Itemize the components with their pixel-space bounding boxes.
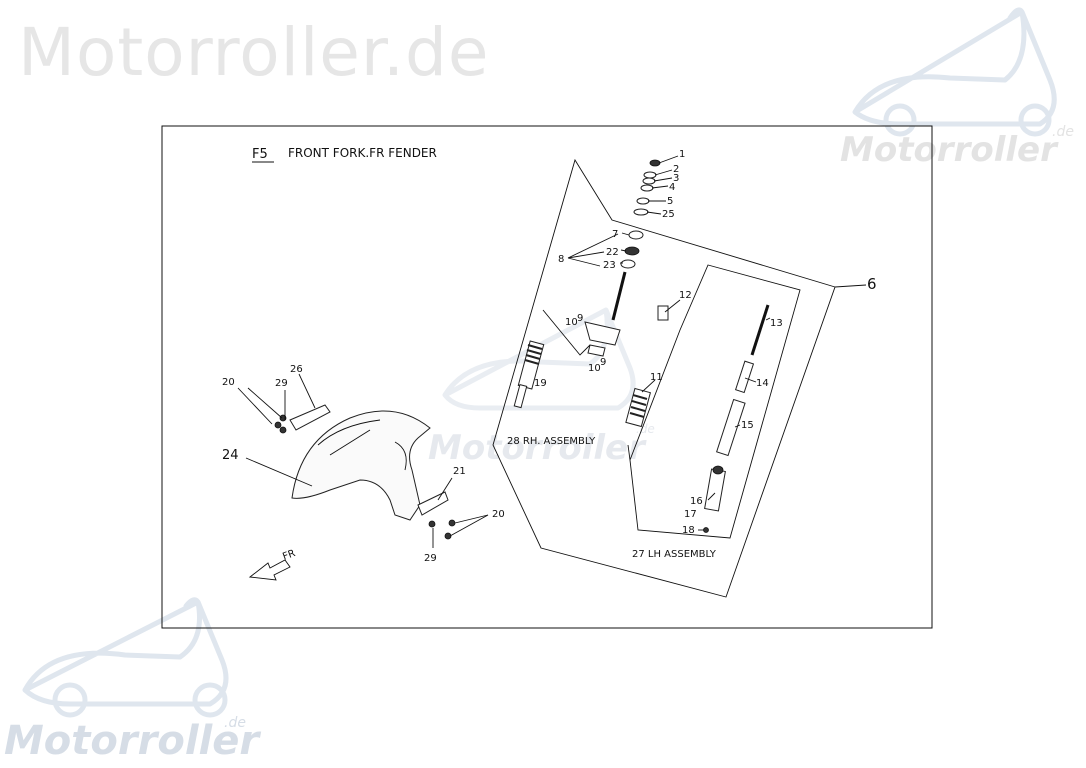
watermark-logo-top-right: Motorroller xyxy=(840,130,1057,170)
callout-9-lower: 9 xyxy=(600,357,606,368)
callout-15: 15 xyxy=(741,420,754,431)
diagram-title: FRONT FORK.FR FENDER xyxy=(288,146,437,160)
callout-12: 12 xyxy=(679,290,692,301)
callout-2: 2 xyxy=(673,164,679,175)
callout-3: 3 xyxy=(673,173,679,184)
fender-stays xyxy=(274,404,456,540)
callout-25: 25 xyxy=(662,209,675,220)
callout-9-upper: 9 xyxy=(577,313,583,324)
callout-14: 14 xyxy=(756,378,769,389)
callout-21: 21 xyxy=(453,466,466,477)
callout-1: 1 xyxy=(679,149,685,160)
callout-20-right: 20 xyxy=(492,509,505,520)
diagram-code: F5 xyxy=(252,147,268,162)
lh-assembly-outline xyxy=(629,264,801,539)
callout-16: 16 xyxy=(690,496,703,507)
front-fender xyxy=(291,410,431,521)
watermark-logo-bottom-left: Motorroller xyxy=(4,718,260,764)
fork-assembly-outline xyxy=(492,158,836,598)
callout-18: 18 xyxy=(682,525,695,536)
callout-17: 17 xyxy=(684,509,697,520)
callout-13: 13 xyxy=(770,318,783,329)
rh-assembly-label: 28 RH. ASSEMBLY xyxy=(507,436,596,447)
lh-assembly-label: 27 LH ASSEMBLY xyxy=(632,549,717,560)
callout-26: 26 xyxy=(290,364,303,375)
scooter-watermark-icon-bottom-left xyxy=(22,597,229,718)
callout-22: 22 xyxy=(606,247,619,258)
watermark-title: Motorroller.de xyxy=(18,14,490,91)
watermark-logo-top-right-suffix: .de xyxy=(1052,124,1074,140)
rh-fork-leg xyxy=(513,340,545,409)
callout-11: 11 xyxy=(650,372,663,383)
callout-5: 5 xyxy=(667,196,673,207)
front-direction-label: FR xyxy=(281,548,297,563)
callout-6: 6 xyxy=(867,275,877,293)
callout-24: 24 xyxy=(222,448,239,463)
scooter-watermark-icon-top-right xyxy=(852,7,1057,137)
callout-20-left: 20 xyxy=(222,377,235,388)
lh-fork-leg xyxy=(625,304,770,533)
callout-4: 4 xyxy=(669,182,675,193)
steering-stem xyxy=(584,159,661,357)
callout-10-upper: 10 xyxy=(565,317,578,328)
callout-29-right: 29 xyxy=(424,553,437,564)
watermark-logo-center: Motorroller xyxy=(428,428,645,468)
callout-10-lower: 10 xyxy=(588,363,601,374)
callout-leaders xyxy=(237,155,867,548)
rh-leader xyxy=(542,309,591,356)
callout-19: 19 xyxy=(534,378,547,389)
diagram-frame xyxy=(161,125,933,629)
callout-7: 7 xyxy=(612,229,618,240)
watermark-logo-bottom-left-suffix: .de xyxy=(224,715,246,731)
callout-29-left: 29 xyxy=(275,378,288,389)
callout-23: 23 xyxy=(603,260,616,271)
callout-8: 8 xyxy=(558,254,564,265)
front-direction-arrow-icon xyxy=(248,559,291,581)
